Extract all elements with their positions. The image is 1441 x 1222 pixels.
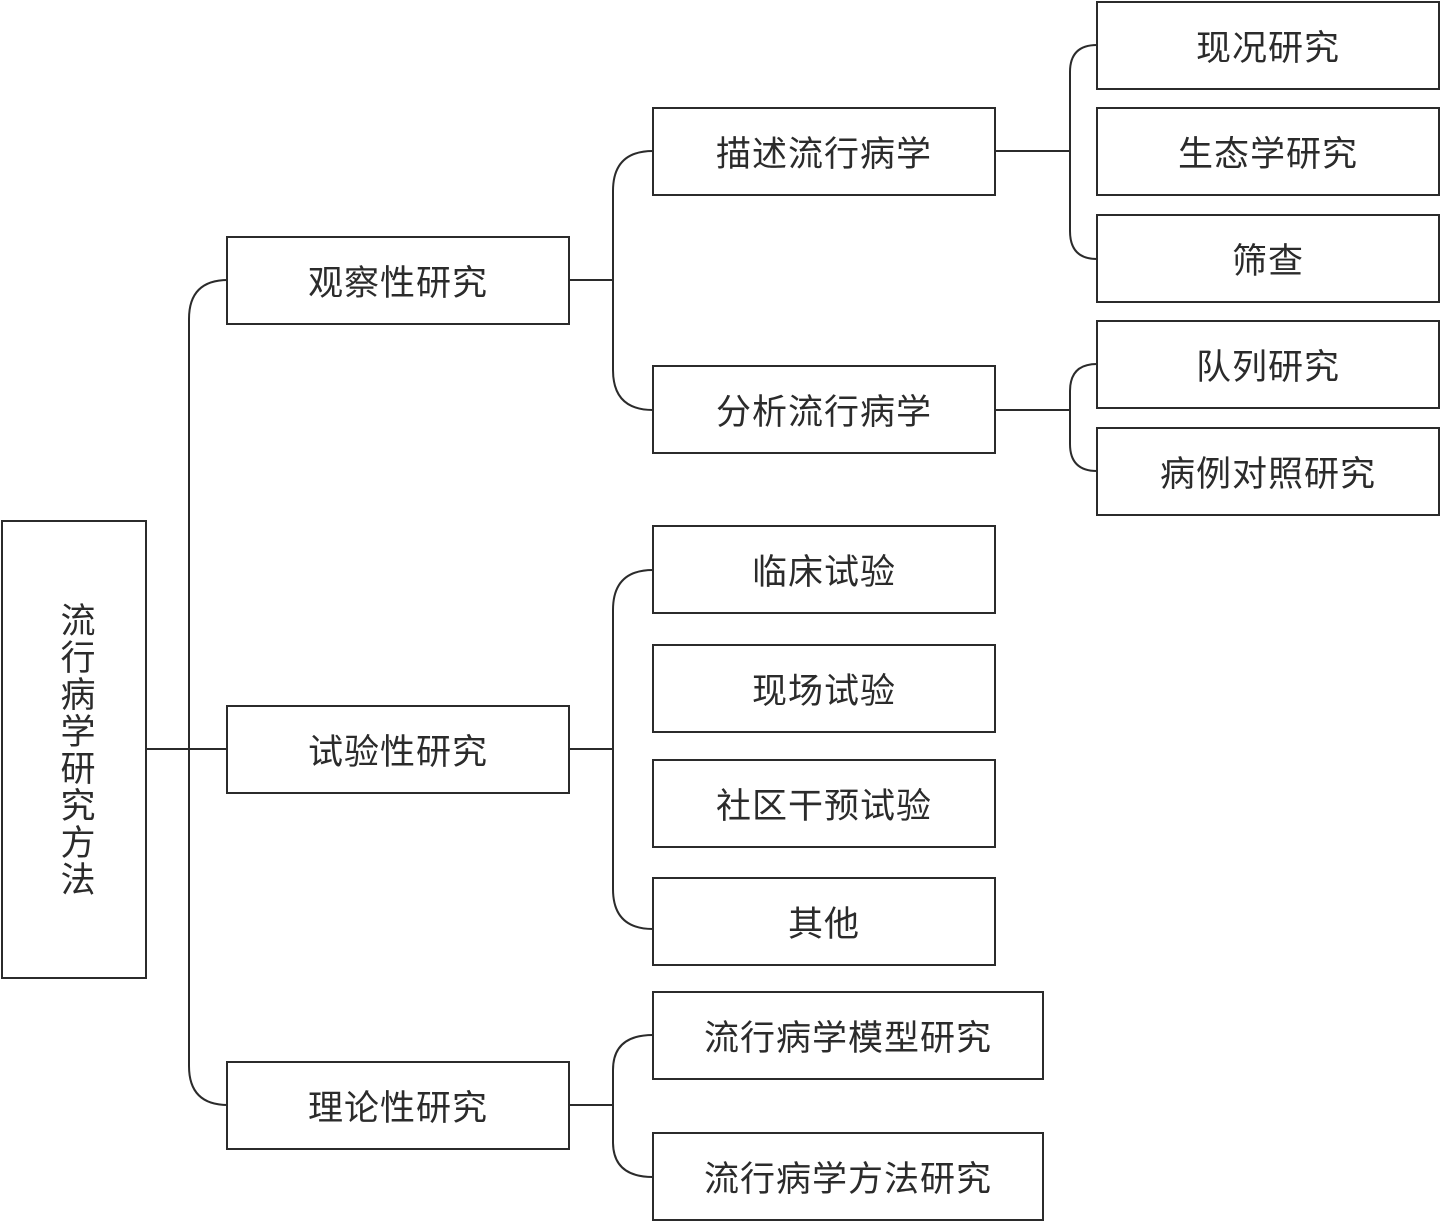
node-experimental: 试验性研究 [226, 705, 570, 794]
node-cohort: 队列研究 [1096, 320, 1440, 409]
node-screening: 筛查 [1096, 214, 1440, 303]
node-ecological: 生态学研究 [1096, 107, 1440, 196]
node-descriptive: 描述流行病学 [652, 107, 996, 196]
bracket-descriptive [1069, 44, 1098, 260]
node-method-research: 流行病学方法研究 [652, 1132, 1044, 1221]
node-field-trial: 现场试验 [652, 644, 996, 733]
root-node: 流行病学研究方法 [1, 520, 147, 979]
bracket-theoretical [612, 1034, 654, 1178]
node-model-research: 流行病学模型研究 [652, 991, 1044, 1080]
node-observational: 观察性研究 [226, 236, 570, 325]
node-community-trial: 社区干预试验 [652, 759, 996, 848]
node-cross-sectional: 现况研究 [1096, 1, 1440, 90]
bracket-observational [612, 150, 654, 411]
bracket-analytic [1069, 363, 1098, 472]
bracket-experimental [612, 569, 654, 930]
node-theoretical: 理论性研究 [226, 1061, 570, 1150]
node-other: 其他 [652, 877, 996, 966]
node-case-control: 病例对照研究 [1096, 427, 1440, 516]
node-clinical-trial: 临床试验 [652, 525, 996, 614]
node-analytic: 分析流行病学 [652, 365, 996, 454]
bracket-level1 [188, 279, 229, 1106]
